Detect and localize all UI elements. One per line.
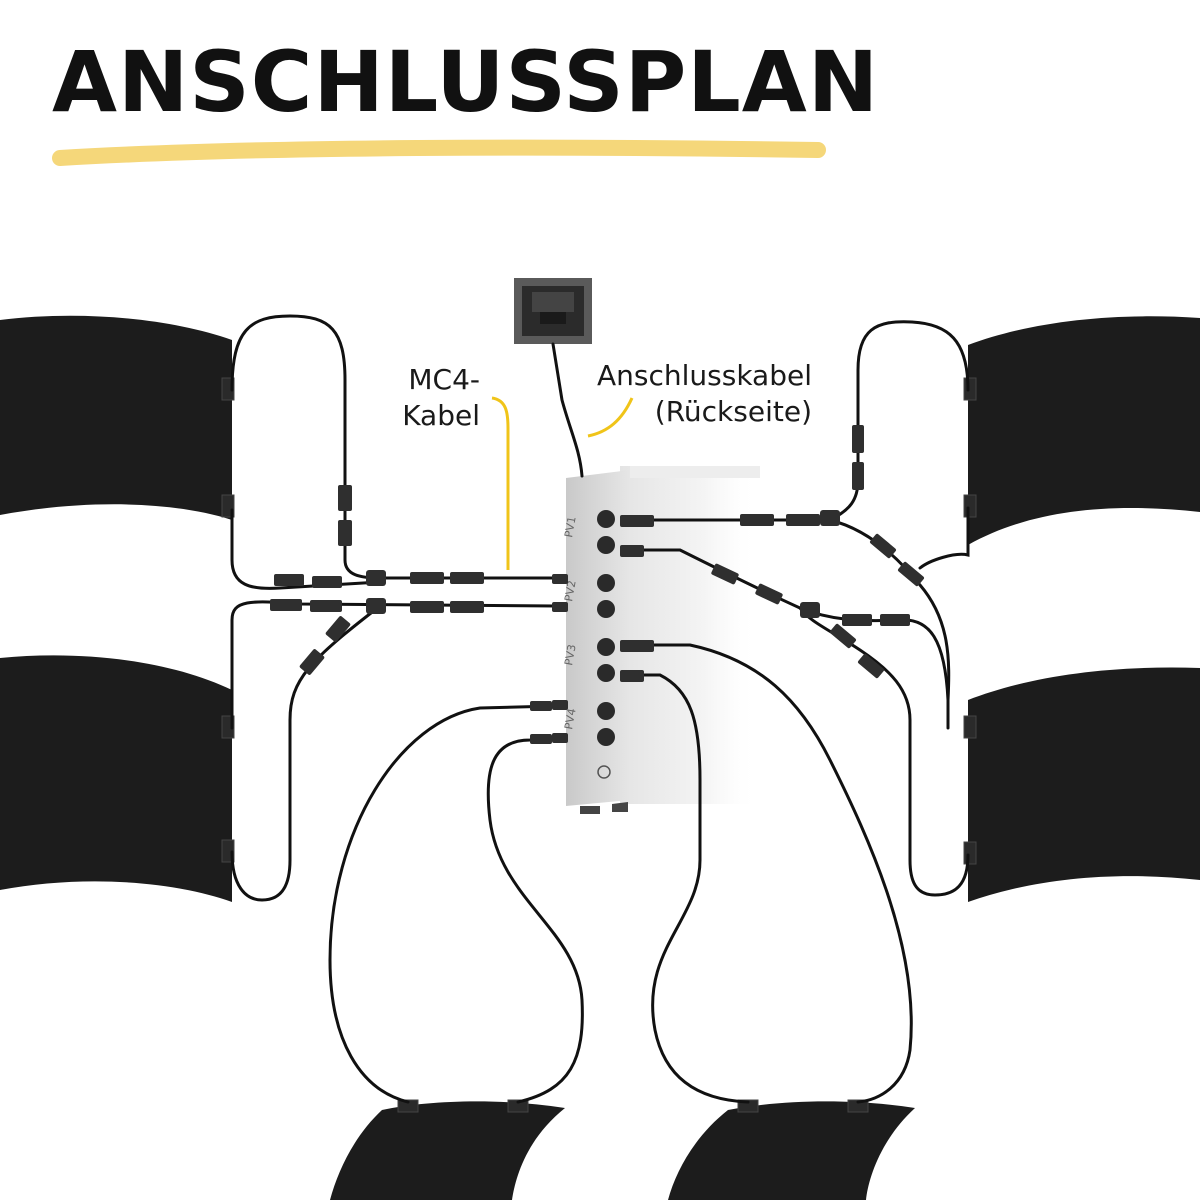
mc4-label-line-1: MC4-: [408, 363, 480, 396]
mc4-label-line-2: Kabel: [402, 399, 480, 432]
solar-panel-bottom-left: [330, 1101, 565, 1200]
mc4-connectors: [270, 425, 924, 744]
connection-label-line-2: (Rückseite): [654, 395, 812, 428]
wall-socket: [514, 278, 592, 344]
connection-leader-line: [587, 397, 634, 438]
connection-cable-label: Anschlusskabel (Rückseite): [560, 358, 812, 430]
cables: [230, 314, 970, 1104]
solar-panel-middle-left: [0, 655, 232, 902]
solar-panel-top-right: [968, 316, 1200, 545]
inverter: PV1 PV2 PV3 PV4: [562, 466, 760, 814]
page-title: ANSCHLUSSPLAN: [52, 33, 880, 131]
mc4-leader-line: [491, 396, 510, 570]
solar-panel-bottom-right: [668, 1101, 915, 1200]
solar-panel-top-left: [0, 315, 232, 520]
connection-label-line-1: Anschlusskabel: [597, 359, 812, 392]
port-label-pv4: PV4: [562, 707, 578, 730]
port-label-pv1: PV1: [562, 515, 578, 538]
inverter-ports: [597, 510, 615, 746]
ground-icon: [597, 765, 611, 779]
port-label-pv3: PV3: [562, 643, 578, 666]
port-label-pv2: PV2: [562, 579, 578, 602]
mc4-cable-label: MC4- Kabel: [360, 362, 480, 434]
title-underline: [52, 139, 826, 166]
solar-panel-middle-right: [968, 667, 1200, 902]
